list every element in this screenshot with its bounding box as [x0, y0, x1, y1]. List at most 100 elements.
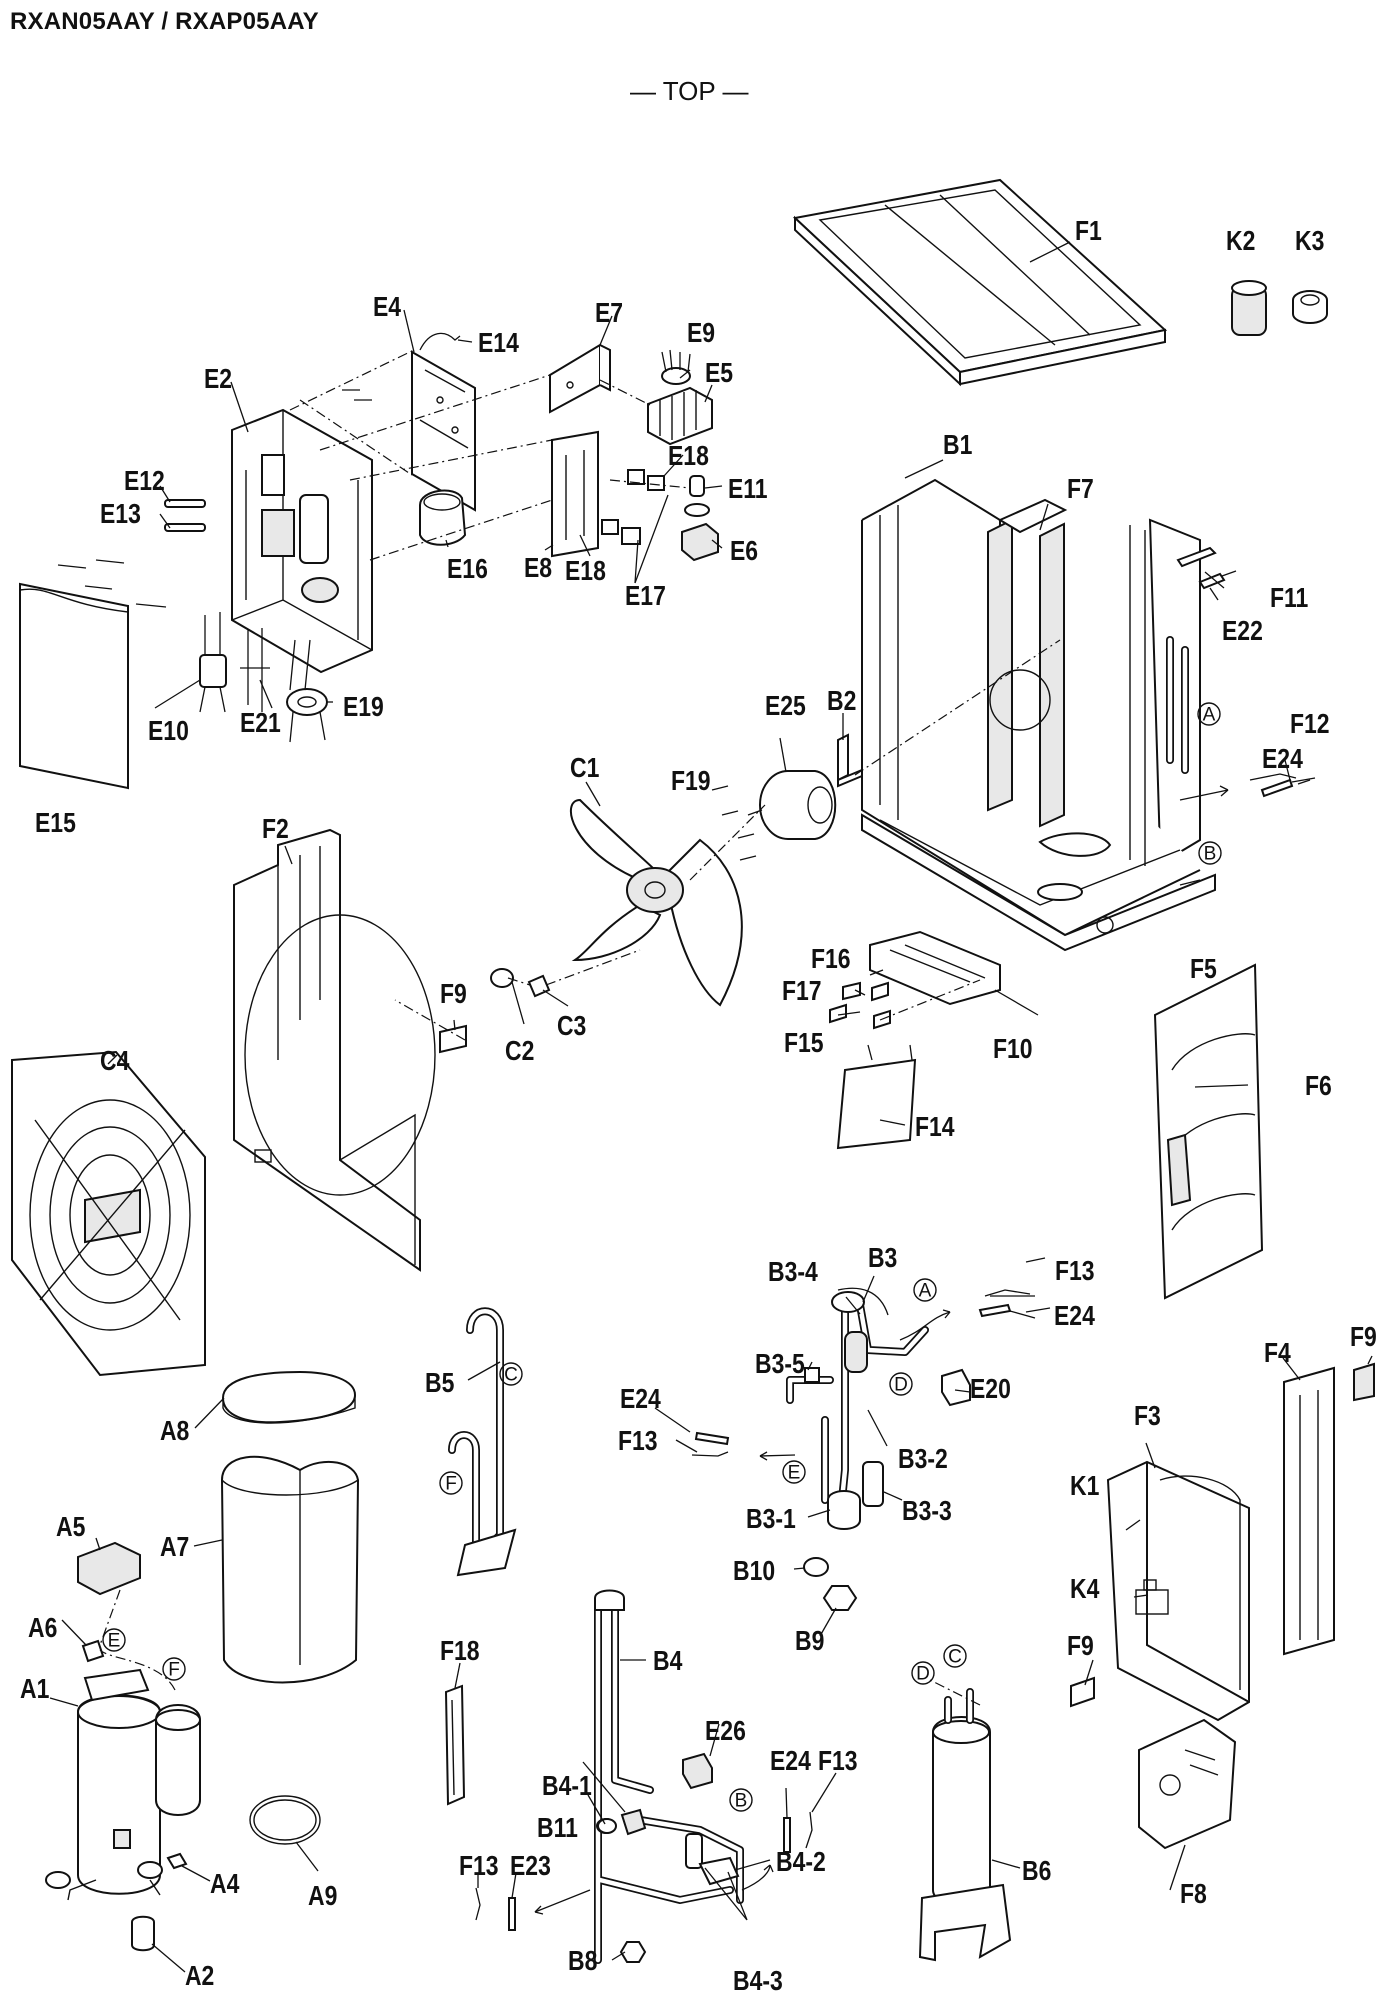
label-e4: E4 [373, 292, 402, 323]
main-pcb-drawing [411, 332, 476, 512]
insulation-sheet-drawing [836, 1058, 917, 1150]
label-b2: B2 [827, 686, 856, 717]
connection-e-marker-2: E [102, 1628, 126, 1652]
svg-text:E: E [108, 1631, 121, 1652]
label-b9: B9 [795, 1626, 824, 1657]
label-e24: E24 [1262, 744, 1304, 775]
label-f13-4: F13 [459, 1851, 499, 1882]
compressor-drawing [45, 1668, 201, 1901]
connection-markers: A B A D E C F E F B D C [102, 702, 1222, 1812]
label-k1: K1 [1070, 1471, 1099, 1502]
expansion-valve-assembly-drawing [594, 1589, 744, 1964]
partition-strip-drawing [444, 1684, 466, 1806]
top-panel-drawing [792, 178, 1168, 387]
svg-text:B: B [735, 1791, 748, 1812]
label-b11: B11 [537, 1813, 578, 1844]
label-a5: A5 [56, 1512, 85, 1543]
label-k2: K2 [1226, 226, 1255, 257]
label-a7: A7 [160, 1532, 189, 1563]
label-k3: K3 [1295, 226, 1324, 257]
heat-exchanger-drawing [861, 478, 1201, 937]
label-f16: F16 [811, 944, 851, 975]
label-e20: E20 [970, 1374, 1011, 1405]
label-e15: E15 [35, 808, 76, 839]
label-e18: E18 [668, 441, 709, 472]
label-f9: F9 [440, 979, 467, 1010]
label-b3-2: B3-2 [898, 1444, 948, 1475]
label-e8: E8 [524, 553, 552, 584]
label-b3-1: B3-1 [746, 1504, 796, 1535]
b3-fittings-drawing [803, 1557, 858, 1611]
connection-f-marker: F [439, 1471, 463, 1495]
b4-fittings-drawing [597, 1818, 647, 1963]
service-cover-drawing [439, 1024, 1375, 1708]
b4-left-sensor-drawing [475, 1887, 516, 1931]
label-e21: E21 [240, 708, 281, 739]
accumulator-drawing [918, 1688, 1012, 1962]
svg-text:A: A [919, 1281, 932, 1302]
svg-text:D: D [894, 1375, 908, 1396]
svg-text:B: B [1204, 844, 1217, 865]
model-title: RXAN05AAY / RXAP05AAY [10, 8, 319, 35]
label-f13-3: F13 [818, 1746, 858, 1777]
lower-cover-drawing [1138, 1718, 1237, 1850]
label-a2: A2 [185, 1961, 214, 1992]
right-side-panel-drawing [1153, 963, 1264, 1300]
label-f2: F2 [262, 814, 289, 845]
label-f7: F7 [1067, 474, 1094, 505]
insulation-bushing-drawing [601, 469, 665, 545]
label-b3-5: B3-5 [755, 1349, 805, 1380]
label-e2: E2 [204, 364, 232, 395]
label-f5: F5 [1190, 954, 1217, 985]
label-e17: E17 [625, 581, 666, 612]
discharge-pipe-drawing [448, 1307, 517, 1577]
b3-left-sensor-drawing [691, 1431, 730, 1457]
label-f13: F13 [1055, 1256, 1095, 1287]
connection-a-marker: A [1197, 702, 1221, 726]
label-b3-3: B3-3 [902, 1496, 952, 1527]
reactor-bracket-drawing [551, 430, 599, 558]
connection-d-marker-2: D [911, 1661, 935, 1685]
label-e24-4: E24 [770, 1746, 812, 1777]
label-e16: E16 [447, 554, 488, 585]
terminal-block-drawing [647, 349, 713, 446]
base-pan-drawing [861, 813, 1216, 952]
connection-arrows [534, 785, 1229, 1915]
partition-plate-drawing [233, 828, 436, 1272]
coil-drawing [682, 1752, 713, 1790]
label-e14: E14 [478, 328, 520, 359]
label-f15: F15 [784, 1028, 824, 1059]
compressor-foot-drawing [131, 1915, 155, 1952]
label-b8: B8 [568, 1946, 597, 1977]
solenoid-coil-drawing [941, 1368, 971, 1407]
label-e10: E10 [148, 716, 189, 747]
label-k4: K4 [1070, 1574, 1100, 1605]
label-e22: E22 [1222, 616, 1263, 647]
connection-c-marker: C [499, 1362, 523, 1386]
terminal-bracket-drawing [549, 343, 611, 414]
svg-text:D: D [916, 1664, 930, 1685]
front-panel-drawing [1106, 1366, 1335, 1722]
compressor-nut-drawing [166, 1852, 188, 1870]
connection-c-marker-2: C [943, 1644, 967, 1668]
four-way-valve-assembly-drawing [786, 1287, 929, 1530]
label-b10: B10 [733, 1556, 775, 1587]
sound-insulation-top-drawing [221, 1370, 357, 1424]
label-c2: C2 [505, 1036, 534, 1067]
label-e11: E11 [728, 474, 768, 505]
terminal-cover-nut-drawing [81, 1639, 105, 1663]
fan-guard-drawing [11, 1050, 206, 1377]
fan-blade-drawing [569, 798, 743, 1007]
washer-drawing [527, 974, 551, 998]
label-f19: F19 [671, 766, 711, 797]
label-f13-2: F13 [618, 1426, 658, 1457]
label-f4: F4 [1264, 1338, 1291, 1369]
label-c4: C4 [100, 1046, 130, 1077]
label-e5: E5 [705, 358, 733, 389]
label-b3-4: B3-4 [768, 1257, 818, 1288]
label-f9-2: F9 [1350, 1322, 1377, 1353]
harness-drawing [240, 628, 270, 712]
label-b4-3: B4-3 [733, 1966, 783, 1997]
control-box-screws-drawing [57, 389, 372, 608]
label-f8: F8 [1180, 1879, 1207, 1910]
